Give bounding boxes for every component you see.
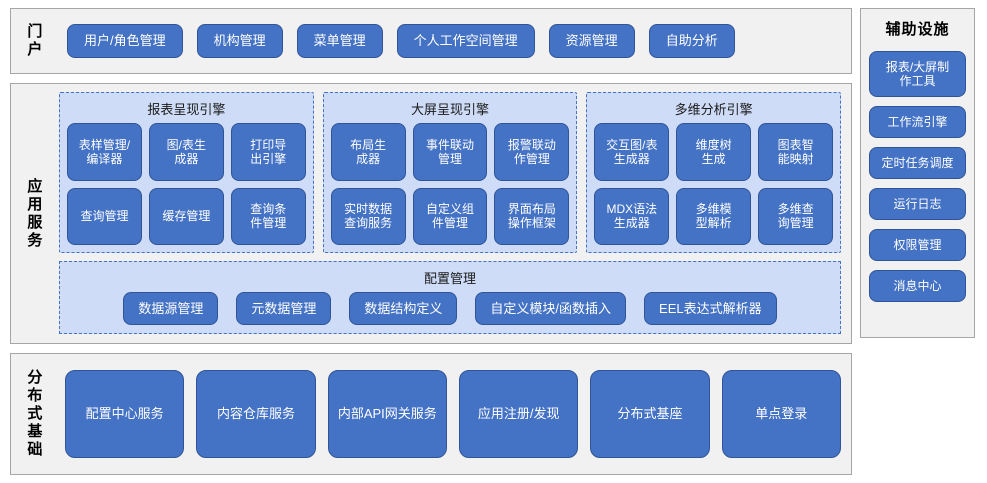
distributed-item-distributed-foundation[interactable]: 分布式基座	[590, 370, 710, 458]
config-item-datasource-management[interactable]: 数据源管理	[123, 292, 219, 325]
aux-item-scheduled-task-scheduling[interactable]: 定时任务调度	[869, 147, 966, 179]
section-distributed-base-body: 配置中心服务 内容仓库服务 内部API网关服务 应用注册/发现 分布式基座 单点…	[55, 354, 851, 474]
panel-multidim-engine-title: 多维分析引擎	[674, 102, 753, 117]
report-item-chart-table-generator[interactable]: 图/表生 成器	[148, 123, 224, 181]
config-management-row: 数据源管理 元数据管理 数据结构定义 自定义模块/函数插入 EEL表达式解析器	[70, 292, 830, 325]
portal-item-personal-workspace-management[interactable]: 个人工作空间管理	[396, 24, 535, 58]
bigscreen-item-realtime-data-query-service[interactable]: 实时数据 查询服务	[330, 187, 406, 245]
section-app-services-label: 应用服务	[25, 177, 43, 250]
left-column: 门户 用户/角色管理 机构管理 菜单管理 个人工作空间管理 资源管理 自助分析 …	[10, 8, 852, 475]
engines-row: 报表呈现引擎 表样管理/ 编译器 图/表生 成器 打印导 出引擎 查询管理 缓存…	[59, 92, 842, 253]
aux-item-runtime-log[interactable]: 运行日志	[869, 188, 966, 220]
report-item-query-condition-management[interactable]: 查询条 件管理	[230, 187, 306, 245]
panel-bigscreen-engine-title: 大屏呈现引擎	[411, 102, 490, 117]
multidim-item-chart-smart-mapping[interactable]: 图表智 能映射	[758, 123, 834, 181]
panel-config-management: 配置管理 数据源管理 元数据管理 数据结构定义 自定义模块/函数插入 EEL表达…	[59, 261, 841, 334]
panel-bigscreen-engine-grid: 布局生 成器 事件联动 管理 报警联动 作管理 实时数据 查询服务 自定义组 件…	[330, 123, 570, 245]
report-item-query-management[interactable]: 查询管理	[67, 187, 142, 245]
distributed-item-internal-api-gateway-service[interactable]: 内部API网关服务	[327, 370, 447, 458]
distributed-item-config-center-service[interactable]: 配置中心服务	[65, 370, 185, 458]
section-app-services: 应用服务 报表呈现引擎 表样管理/ 编译器 图/表生 成器 打印导 出引擎 查询…	[10, 83, 852, 344]
multidim-item-interactive-chart-table-generator[interactable]: 交互图/表 生成器	[594, 123, 670, 181]
section-portal-body: 用户/角色管理 机构管理 菜单管理 个人工作空间管理 资源管理 自助分析	[55, 9, 851, 73]
portal-item-menu-management[interactable]: 菜单管理	[296, 24, 383, 58]
panel-multidim-engine-grid: 交互图/表 生成器 维度树 生成 图表智 能映射 MDX语法 生成器 多维模 型…	[594, 123, 834, 245]
config-item-eel-expression-parser[interactable]: EEL表达式解析器	[644, 292, 777, 325]
aux-item-report-bigscreen-authoring-tool[interactable]: 报表/大屏制 作工具	[869, 51, 966, 97]
report-item-template-manager-compiler[interactable]: 表样管理/ 编译器	[67, 123, 142, 181]
aux-item-message-center[interactable]: 消息中心	[869, 270, 966, 302]
bigscreen-item-event-linkage-management[interactable]: 事件联动 管理	[412, 123, 488, 181]
aux-item-workflow-engine[interactable]: 工作流引擎	[869, 106, 966, 138]
bigscreen-item-ui-layout-operation-framework[interactable]: 界面布局 操作框架	[494, 187, 570, 245]
distributed-item-content-repository-service[interactable]: 内容仓库服务	[196, 370, 316, 458]
config-item-custom-module-function-insert[interactable]: 自定义模块/函数插入	[475, 292, 627, 325]
section-aux-facilities: 辅助设施 报表/大屏制 作工具 工作流引擎 定时任务调度 运行日志 权限管理 消…	[860, 8, 975, 338]
portal-item-resource-management[interactable]: 资源管理	[548, 24, 635, 58]
portal-item-user-role-management[interactable]: 用户/角色管理	[67, 24, 183, 58]
panel-report-engine-title: 报表呈现引擎	[147, 102, 226, 117]
panel-multidim-engine: 多维分析引擎 交互图/表 生成器 维度树 生成 图表智 能映射 MDX语法 生成…	[586, 92, 842, 253]
distributed-item-single-sign-on[interactable]: 单点登录	[721, 370, 841, 458]
aux-facilities-title: 辅助设施	[885, 21, 950, 38]
aux-item-permission-management[interactable]: 权限管理	[869, 229, 966, 261]
report-item-print-export-engine[interactable]: 打印导 出引擎	[230, 123, 306, 181]
multidim-item-multidim-model-parsing[interactable]: 多维模 型解析	[676, 187, 752, 245]
panel-report-engine-grid: 表样管理/ 编译器 图/表生 成器 打印导 出引擎 查询管理 缓存管理 查询条 …	[67, 123, 306, 245]
portal-item-org-management[interactable]: 机构管理	[196, 24, 283, 58]
multidim-item-multidim-query-management[interactable]: 多维查 询管理	[758, 187, 834, 245]
portal-item-self-service-analysis[interactable]: 自助分析	[648, 24, 735, 58]
panel-bigscreen-engine: 大屏呈现引擎 布局生 成器 事件联动 管理 报警联动 作管理 实时数据 查询服务…	[322, 92, 578, 253]
report-item-cache-management[interactable]: 缓存管理	[148, 187, 224, 245]
panel-report-engine: 报表呈现引擎 表样管理/ 编译器 图/表生 成器 打印导 出引擎 查询管理 缓存…	[59, 92, 314, 253]
bigscreen-item-layout-generator[interactable]: 布局生 成器	[330, 123, 406, 181]
section-app-services-body: 报表呈现引擎 表样管理/ 编译器 图/表生 成器 打印导 出引擎 查询管理 缓存…	[55, 84, 851, 343]
section-portal-label: 门户	[25, 23, 43, 59]
panel-config-management-title: 配置管理	[423, 271, 476, 286]
multidim-item-mdx-syntax-generator[interactable]: MDX语法 生成器	[594, 187, 670, 245]
multidim-item-dimension-tree-generation[interactable]: 维度树 生成	[676, 123, 752, 181]
config-item-data-structure-definition[interactable]: 数据结构定义	[349, 292, 458, 325]
section-portal: 门户 用户/角色管理 机构管理 菜单管理 个人工作空间管理 资源管理 自助分析	[10, 8, 852, 74]
bigscreen-item-alarm-linkage-action-management[interactable]: 报警联动 作管理	[494, 123, 570, 181]
section-distributed-base-label: 分布式基础	[25, 369, 43, 459]
config-item-metadata-management[interactable]: 元数据管理	[236, 292, 332, 325]
distributed-item-app-register-discovery[interactable]: 应用注册/发现	[458, 370, 579, 458]
section-distributed-base: 分布式基础 配置中心服务 内容仓库服务 内部API网关服务 应用注册/发现 分布…	[10, 353, 852, 475]
bigscreen-item-custom-component-management[interactable]: 自定义组 件管理	[412, 187, 488, 245]
